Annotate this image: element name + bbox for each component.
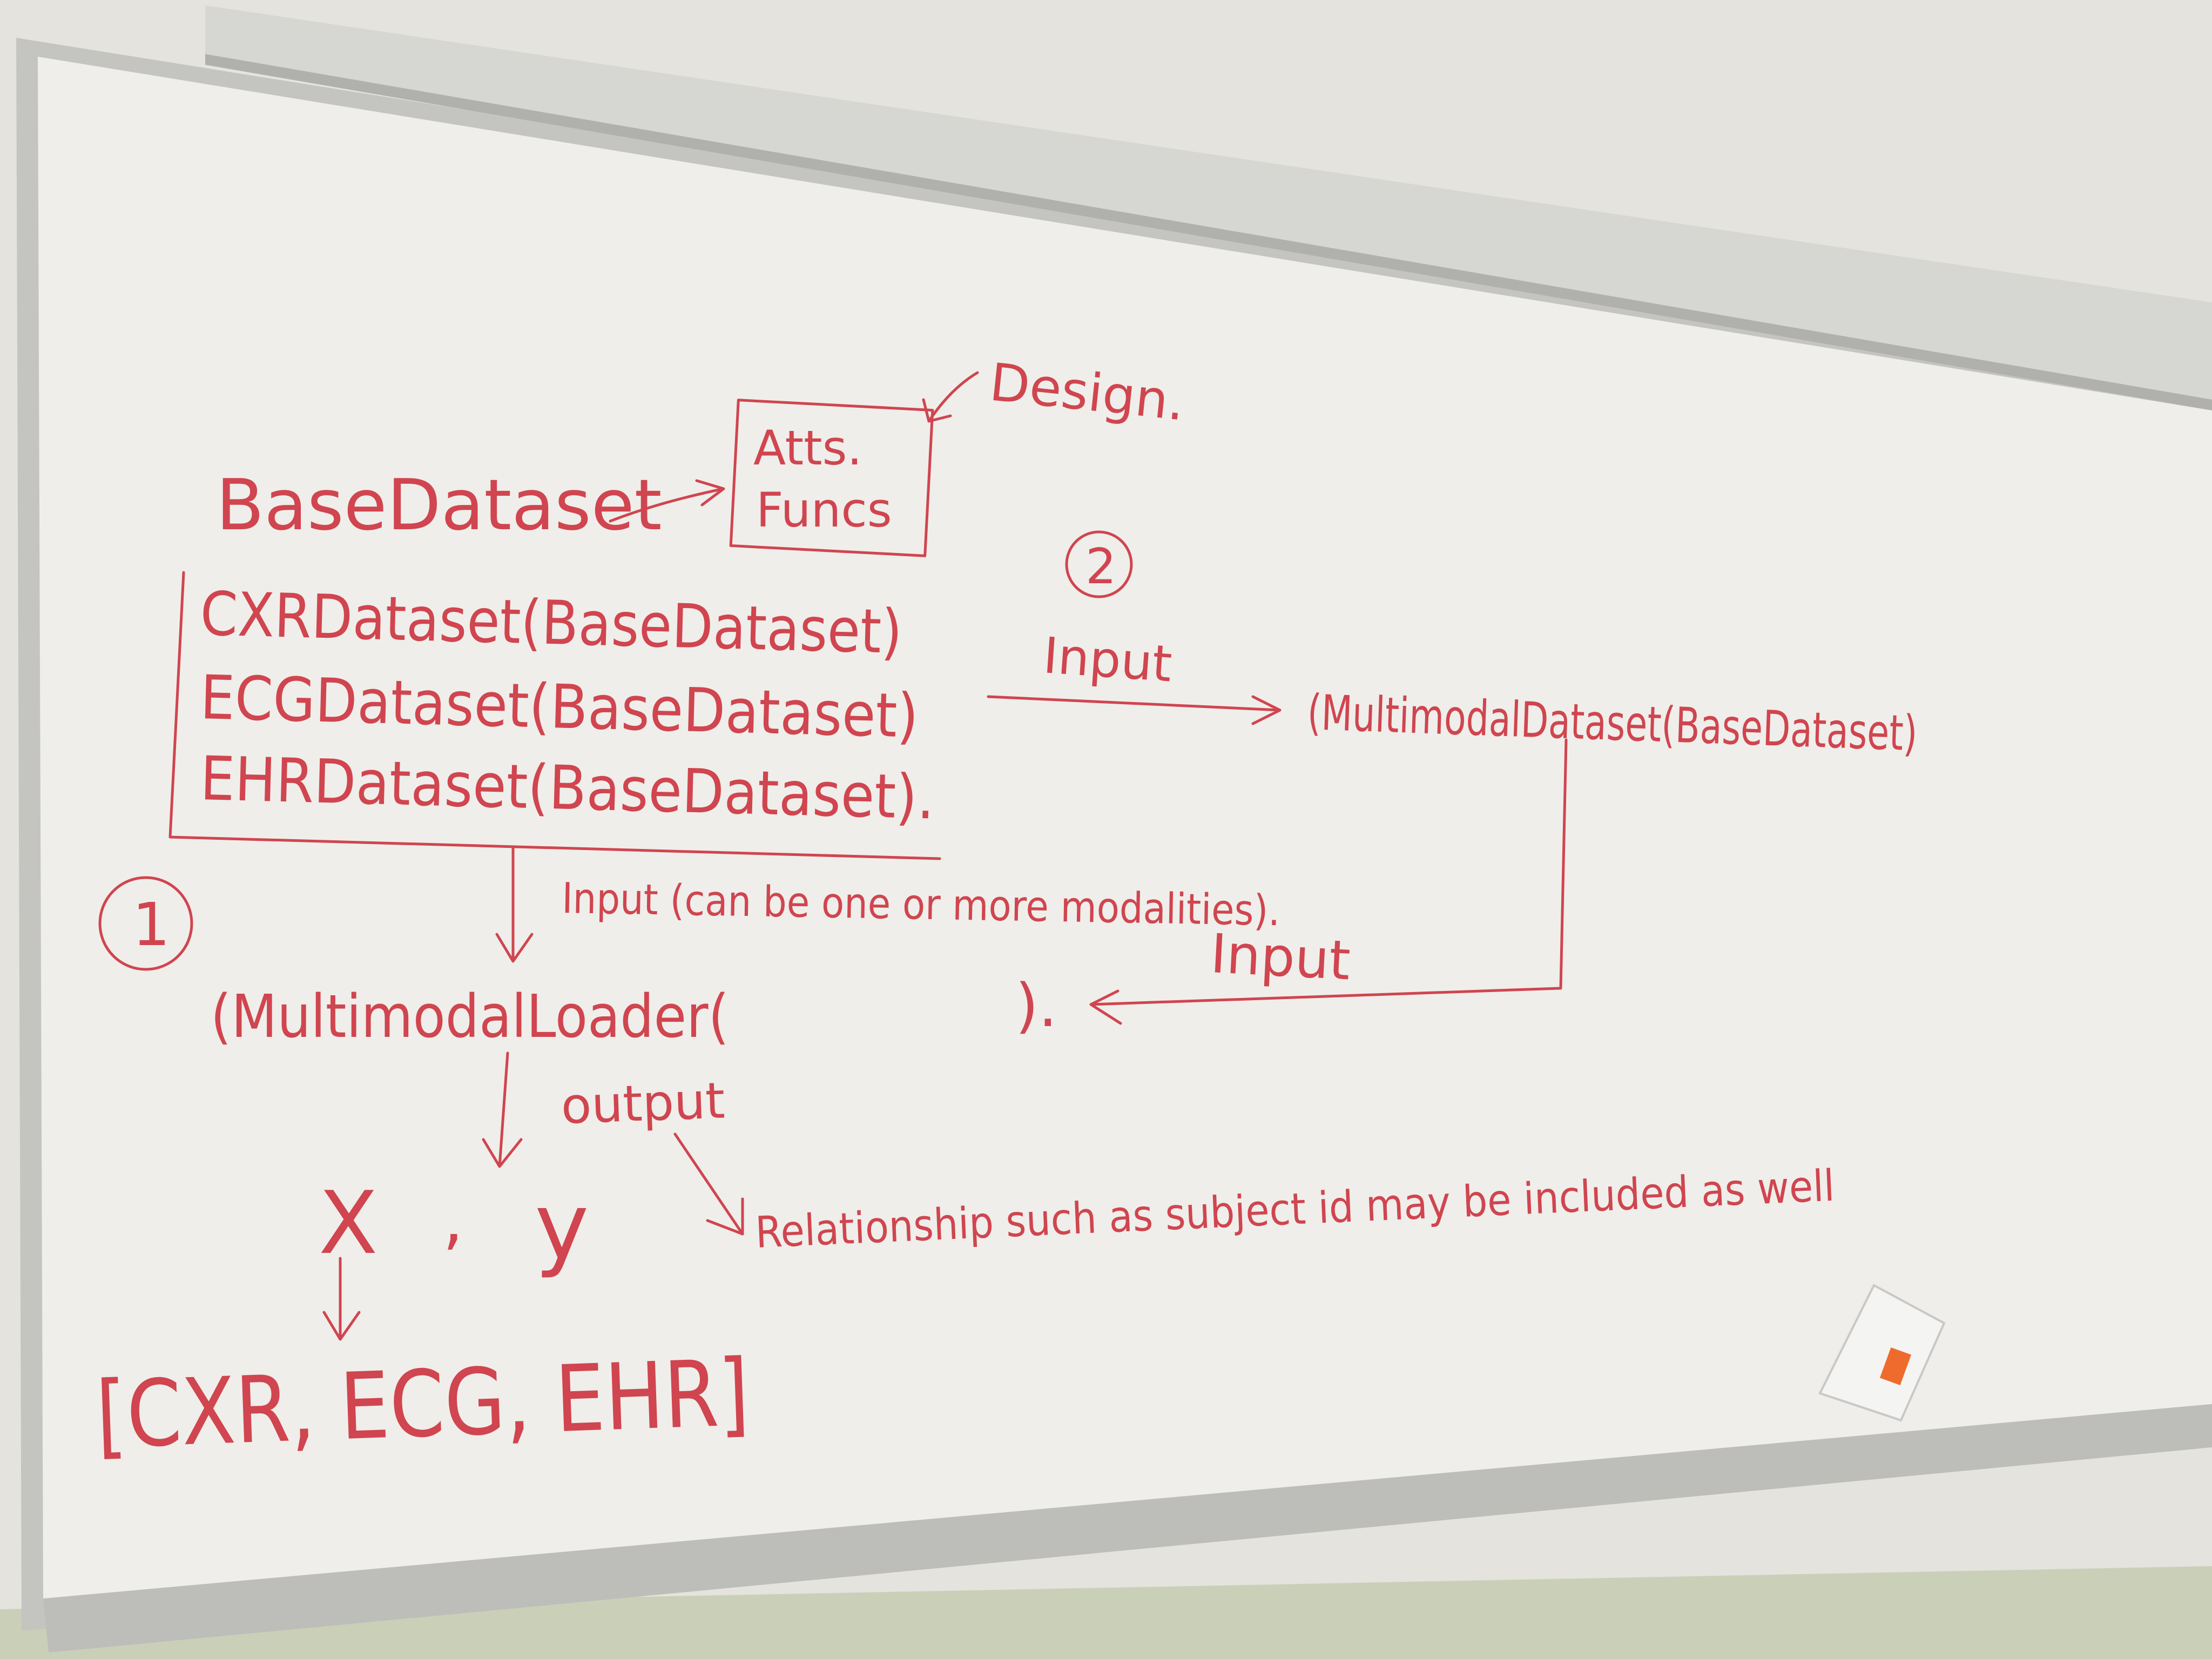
input-label-top: Input [1041, 626, 1174, 693]
floor-strip [0, 1566, 2212, 1659]
circle-two-number: 2 [1085, 538, 1116, 595]
base-to-box-arrow [609, 479, 725, 523]
multimodal-loader: (MultimodalLoader( [211, 982, 729, 1051]
x-to-list-arrow [322, 1257, 361, 1341]
attrs-funcs-box [729, 399, 934, 557]
input-arrow-right [987, 695, 1282, 725]
circle-one-number: 1 [132, 890, 170, 959]
box-line-funcs: Funcs [756, 482, 892, 538]
circle-one [98, 876, 193, 971]
x-label: X [319, 1172, 378, 1273]
input-arrow-down [495, 846, 534, 963]
eraser [1818, 1284, 1946, 1422]
top-rail [205, 5, 2212, 400]
box-line-atts: Atts. [753, 420, 862, 476]
loader-close: ). [1015, 971, 1057, 1040]
datasets-bracket [168, 571, 941, 860]
x-y-comma: , [443, 1183, 463, 1258]
base-dataset-label: BaseDataset [216, 464, 662, 546]
output-label: output [560, 1071, 726, 1135]
y-label: y [535, 1174, 589, 1280]
top-rail-shadow [205, 54, 2212, 410]
result-list: [CXR, ECG, EHR] [95, 1340, 751, 1469]
relationship-arrow [673, 1132, 744, 1236]
input-label-right: Input [1209, 922, 1352, 992]
circle-two [1065, 530, 1133, 598]
dataset-to-loader-line [1089, 738, 1568, 1025]
marker-tray [43, 1404, 2212, 1653]
output-arrow-down [482, 1051, 523, 1168]
whiteboard-surface [38, 57, 2212, 1599]
